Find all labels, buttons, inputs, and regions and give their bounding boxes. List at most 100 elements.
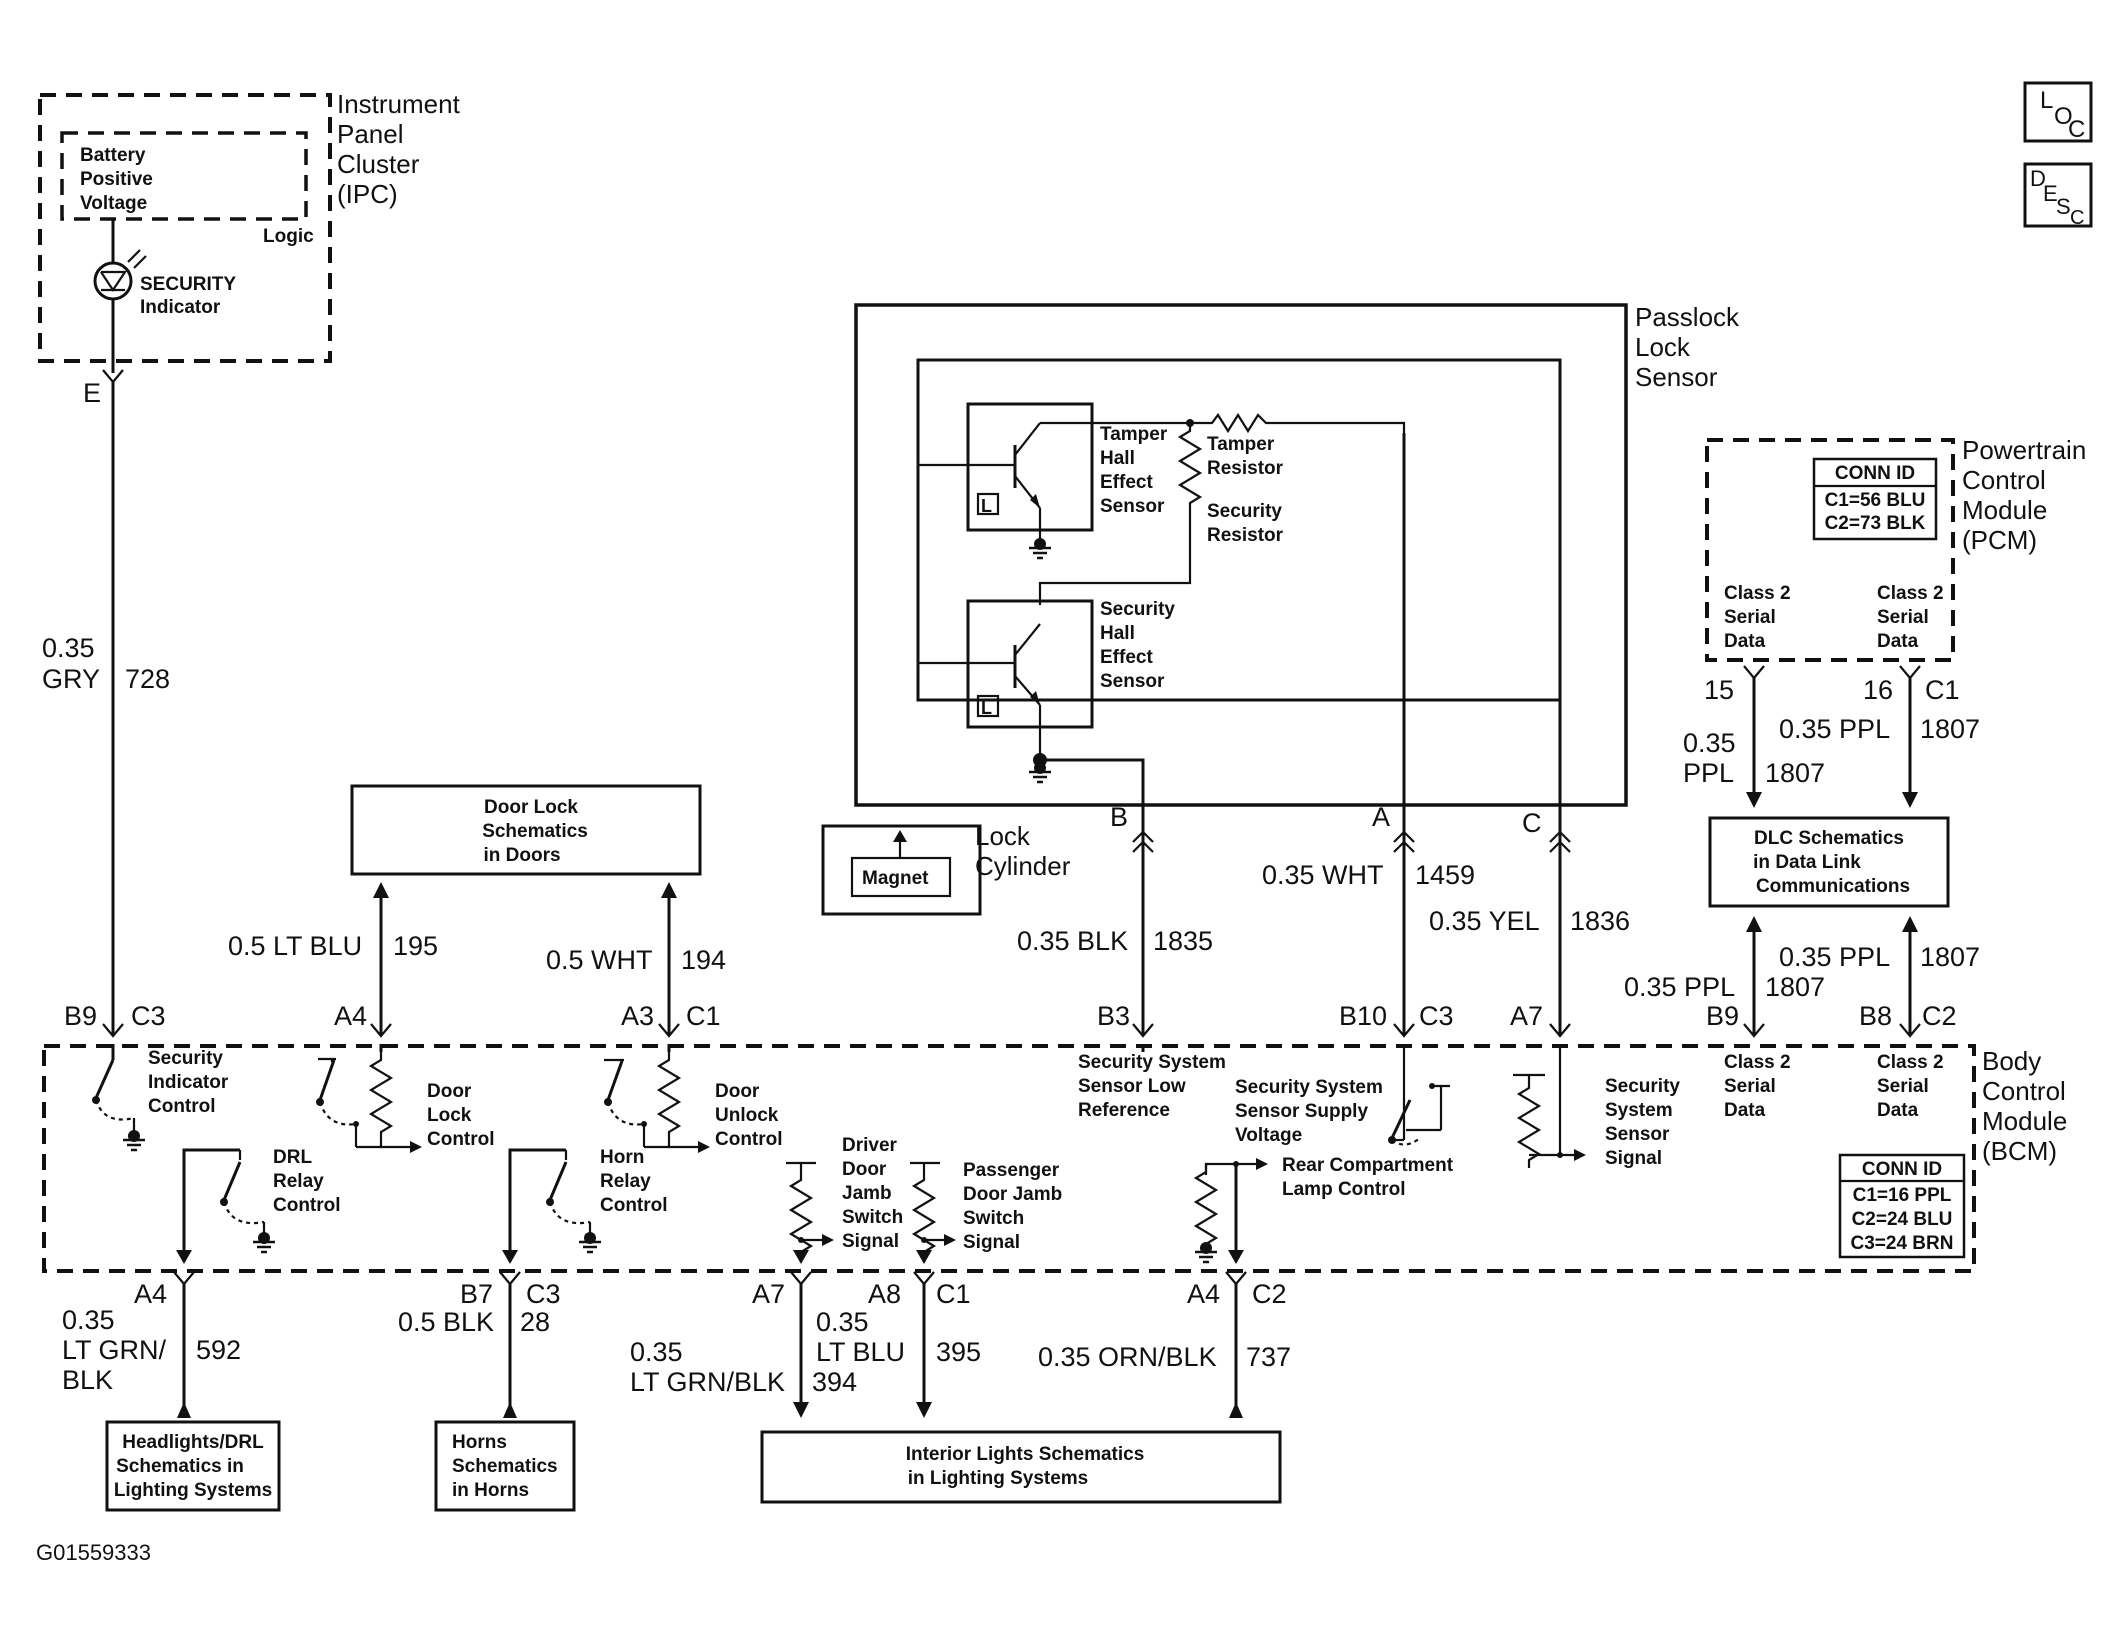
diagram-label: Powertrain <box>1962 435 2086 465</box>
diagram-label: in Horns <box>452 1480 529 1501</box>
diagram-label: C <box>1522 808 1542 838</box>
diagram-label: (IPC) <box>337 179 398 209</box>
diagram-label: C1 <box>1925 675 1960 705</box>
diagram-label: E <box>2043 181 2058 206</box>
diagram-label: Control <box>1982 1076 2066 1106</box>
diagram-label: Serial <box>1877 1076 1929 1097</box>
diagram-label: C3 <box>131 1001 166 1031</box>
diagram-label: Sensor <box>1635 362 1718 392</box>
wire-1807-pcm-15[interactable] <box>1743 665 1765 808</box>
diagram-label: 1807 <box>1765 972 1825 1002</box>
diagram-label: Panel <box>337 119 404 149</box>
diagram-label: A3 <box>621 1001 654 1031</box>
wire-1459[interactable] <box>1393 433 1415 1038</box>
diagram-label: Cluster <box>337 149 420 179</box>
diagram-label: LT BLU <box>816 1337 905 1367</box>
diagram-label: A7 <box>1510 1001 1543 1031</box>
diagram-label: Switch <box>842 1207 903 1228</box>
wire-592[interactable] <box>173 1271 195 1418</box>
diagram-label: Indicator <box>140 297 221 318</box>
wire-395[interactable] <box>913 1271 935 1418</box>
diagram-label: Interior Lights Schematics <box>906 1444 1145 1465</box>
diagram-label: L <box>981 698 992 718</box>
rear-compartment-lamp-control-icon <box>1193 1158 1268 1264</box>
diagram-label: Control <box>715 1129 783 1150</box>
diagram-label: Security <box>1605 1076 1680 1097</box>
diagram-label: A4 <box>334 1001 367 1031</box>
diagram-label: C2=73 BLK <box>1825 513 1926 534</box>
diagram-label: Rear Compartment <box>1282 1155 1454 1176</box>
wire-737[interactable] <box>1225 1271 1247 1418</box>
diagram-label: Data <box>1724 1100 1766 1121</box>
bcm-module: Body Control Module (BCM) CONN ID C1=16 … <box>42 1044 2067 1273</box>
diagram-label: Lock <box>1635 332 1691 362</box>
diagram-label: Signal <box>963 1232 1020 1253</box>
sensor-signal-icon <box>1513 1044 1586 1170</box>
diagram-label: 15 <box>1704 675 1734 705</box>
diagram-label: B8 <box>1859 1001 1892 1031</box>
diagram-label: 0.5 WHT <box>546 945 653 975</box>
description-icon[interactable]: D E S C <box>2023 162 2093 229</box>
wire-394[interactable] <box>790 1271 812 1418</box>
diagram-label: Control <box>600 1195 668 1216</box>
diagram-label: B <box>1110 802 1128 832</box>
diagram-label: O <box>2054 103 2073 130</box>
diagram-label: Relay <box>273 1171 324 1192</box>
wire-194[interactable] <box>658 882 680 1038</box>
diagram-label: GRY <box>42 664 100 694</box>
diagram-label: 1807 <box>1765 758 1825 788</box>
door-lock-schematics-box[interactable]: Door Lock Schematics in Doors <box>350 784 702 876</box>
diagram-label: 0.35 WHT <box>1262 860 1384 890</box>
diagram-label: Data <box>1877 1100 1919 1121</box>
passenger-door-jamb-switch-icon <box>910 1161 956 1264</box>
diagram-label: Passlock <box>1635 302 1740 332</box>
diagram-label: Reference <box>1078 1100 1170 1121</box>
diagram-label: 394 <box>812 1367 857 1397</box>
wire-728[interactable] <box>102 382 124 1038</box>
interior-lights-schematics-box[interactable]: Interior Lights Schematics in Lighting S… <box>760 1430 1282 1504</box>
wire-1807-bcm-b9[interactable] <box>1743 916 1765 1038</box>
diagram-label: C <box>2070 207 2084 229</box>
diagram-label: 0.35 PPL <box>1779 942 1890 972</box>
dlc-schematics-box[interactable]: DLC Schematics in Data Link Communicatio… <box>1708 816 1950 908</box>
diagram-label: A7 <box>752 1279 785 1309</box>
diagram-label: 195 <box>393 931 438 961</box>
wire-1835[interactable] <box>1040 758 1154 1038</box>
diagram-label: 1459 <box>1415 860 1475 890</box>
security-hall-sensor-icon: L <box>918 599 1094 784</box>
diagram-label: System <box>1605 1100 1673 1121</box>
diagram-label: Resistor <box>1207 458 1284 479</box>
diagram-label: Schematics in <box>116 1456 244 1477</box>
diagram-label: A4 <box>1187 1279 1220 1309</box>
diagram-label: Resistor <box>1207 525 1284 546</box>
diagram-label: A4 <box>134 1279 167 1309</box>
wire-1807-bcm-b8[interactable] <box>1899 916 1921 1038</box>
wire-1836[interactable] <box>1549 540 1571 1038</box>
diagram-label: 395 <box>936 1337 981 1367</box>
wire-1807-pcm-16[interactable] <box>1899 665 1921 808</box>
diagram-label: 0.35 <box>816 1307 869 1337</box>
wire-195[interactable] <box>370 882 392 1038</box>
diagram-label: LT GRN/ <box>62 1335 167 1365</box>
sensor-supply-switch-icon <box>1388 1044 1450 1146</box>
diagram-label: 0.35 <box>630 1337 683 1367</box>
diagram-label: Voltage <box>80 193 147 214</box>
horns-schematics-box[interactable]: Horns Schematics in Horns <box>434 1420 576 1512</box>
diagram-label: Horn <box>600 1147 644 1168</box>
diagram-label: C2 <box>1252 1279 1287 1309</box>
location-icon[interactable]: L O C <box>2023 81 2093 143</box>
wire-28[interactable] <box>499 1271 521 1418</box>
diagram-label: Signal <box>1605 1148 1662 1169</box>
horn-relay-control-icon <box>502 1148 603 1264</box>
diagram-label: C1 <box>936 1279 971 1309</box>
door-unlock-control-icon <box>604 1044 710 1153</box>
diagram-label: C <box>2068 116 2085 143</box>
headlights-drl-schematics-box[interactable]: Headlights/DRL Schematics in Lighting Sy… <box>105 1420 281 1512</box>
diagram-label: in Lighting Systems <box>908 1468 1089 1489</box>
diagram-label: Control <box>148 1096 216 1117</box>
diagram-label: C1=56 BLU <box>1825 490 1926 511</box>
security-resistor-icon <box>1038 421 1202 605</box>
diagram-label: Sensor Low <box>1078 1076 1186 1097</box>
diagram-label: Data <box>1877 631 1919 652</box>
diagram-label: Security System <box>1235 1077 1383 1098</box>
